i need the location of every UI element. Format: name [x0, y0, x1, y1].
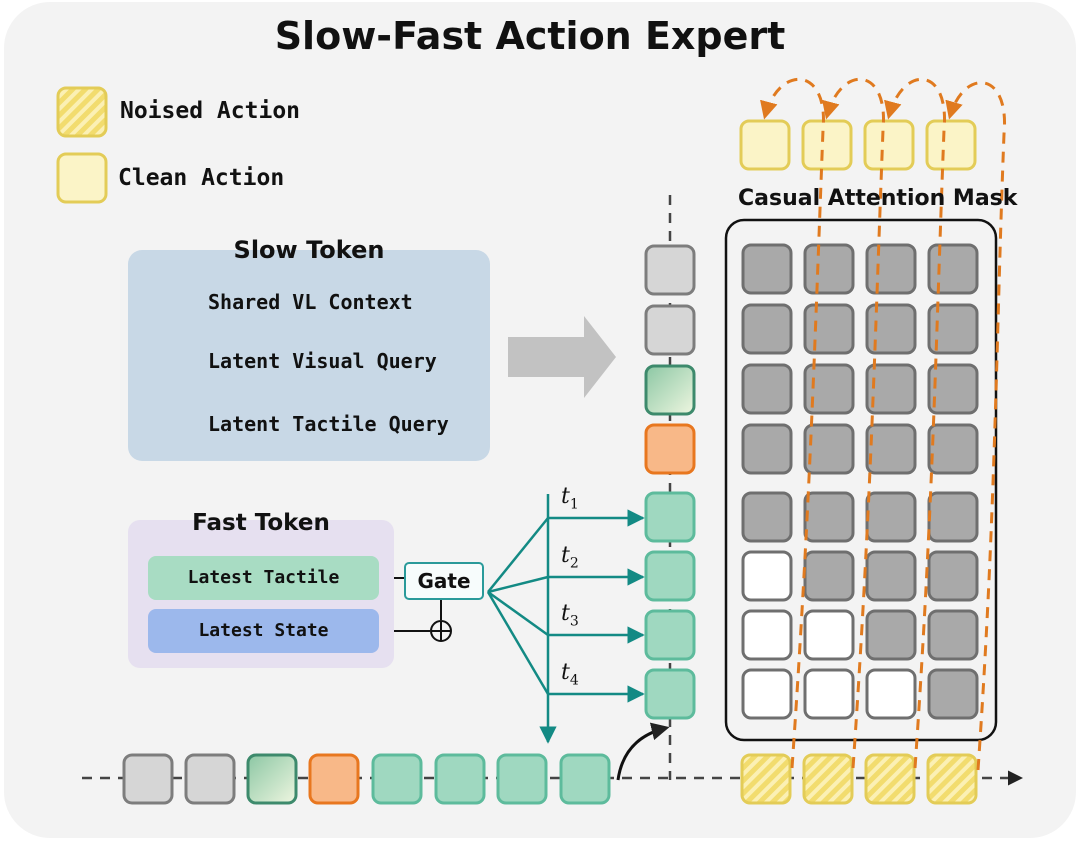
mask-cell-r3-c4 — [927, 363, 979, 415]
mask-cell-r3-c1 — [741, 363, 793, 415]
mask-cell-r7-c1 — [741, 609, 793, 661]
mask-cell-r6-c3 — [865, 550, 917, 602]
mask-cell-r3-c3 — [865, 363, 917, 415]
column-token-4 — [644, 423, 696, 475]
mask-cell-r8-c1 — [741, 668, 793, 720]
sequence-token-7 — [496, 753, 548, 805]
mask-cell-r7-c4 — [927, 609, 979, 661]
mask-cell-r5-c3 — [865, 491, 917, 543]
time-label-4: t4 — [561, 660, 579, 689]
clean-action-token-2 — [801, 119, 853, 171]
gate-fan-line-1 — [487, 517, 549, 593]
mask-cell-r7-c2 — [803, 609, 855, 661]
mask-cell-r1-c3 — [865, 243, 917, 295]
mask-cell-r5-c4 — [927, 491, 979, 543]
attention-mask-frame — [724, 218, 998, 742]
denoise-arrow-4 — [945, 81, 1006, 771]
attention-mask-title: Casual Attention Mask — [738, 186, 1018, 211]
mask-cell-r6-c1 — [741, 550, 793, 602]
clean-action-legend-swatch — [56, 152, 108, 204]
mask-cell-r4-c3 — [865, 423, 917, 475]
noised-action-token-2 — [802, 753, 854, 805]
clean-action-token-4 — [925, 119, 977, 171]
noised-action-legend-label: Noised Action — [120, 98, 301, 124]
column-token-3 — [644, 364, 696, 416]
latent-visual-query-label: Latent Visual Query — [208, 349, 437, 373]
shared-vl-context-label: Shared VL Context — [208, 290, 413, 314]
bottom-token-sequence — [122, 753, 611, 805]
gate-box: Gate — [404, 562, 484, 600]
column-token-2 — [644, 304, 696, 356]
sequence-token-3 — [246, 753, 298, 805]
denoise-arrow-3 — [884, 77, 946, 769]
clean-action-token-1 — [739, 119, 791, 171]
fast-token-box: Fast Token Latest Tactile Latest State — [128, 510, 394, 668]
mask-cell-r7-c3 — [865, 609, 917, 661]
slow-to-sequence-arrow — [508, 316, 616, 398]
mask-cell-r2-c1 — [741, 303, 793, 355]
sequence-token-8 — [559, 753, 611, 805]
sequence-curve-arrow — [616, 722, 670, 781]
noised-action-token-4 — [926, 753, 978, 805]
mask-cell-r2-c2 — [803, 303, 855, 355]
noised-action-token-3 — [864, 753, 916, 805]
mask-cell-r6-c2 — [803, 550, 855, 602]
denoise-arrow-2 — [822, 77, 885, 769]
gate-fan-line-2 — [487, 575, 549, 594]
latent-tactile-query-label: Latent Tactile Query — [208, 412, 449, 436]
sum-operator-icon — [430, 620, 452, 642]
slow-token-box: Slow Token Shared VL Context Latent Visu… — [128, 236, 490, 461]
gate-fan-line-4 — [486, 591, 550, 695]
mask-cell-r6-c4 — [927, 550, 979, 602]
latest-tactile-bar: Latest Tactile — [148, 556, 379, 600]
time-label-1: t1 — [561, 484, 579, 513]
time-label-3: t3 — [561, 601, 579, 630]
mask-cell-r1-c2 — [803, 243, 855, 295]
gate-fan-line-3 — [487, 590, 549, 637]
denoise-dependency-arrows — [760, 77, 1006, 771]
latest-state-bar: Latest State — [148, 609, 379, 653]
sequence-token-2 — [184, 753, 236, 805]
column-token-8 — [644, 668, 696, 720]
clean-action-legend-label: Clean Action — [118, 165, 285, 191]
mask-cell-r8-c4 — [927, 668, 979, 720]
mask-cell-r4-c1 — [741, 423, 793, 475]
slow-token-title: Slow Token — [233, 236, 385, 264]
sequence-token-6 — [434, 753, 486, 805]
fast-token-title: Fast Token — [192, 510, 330, 536]
mask-cell-r1-c1 — [741, 243, 793, 295]
mask-cell-r5-c1 — [741, 491, 793, 543]
column-token-1 — [644, 244, 696, 296]
mask-cell-r4-c4 — [927, 423, 979, 475]
column-token-7 — [644, 609, 696, 661]
column-token-5 — [644, 491, 696, 543]
mask-cell-r8-c2 — [803, 668, 855, 720]
sequence-token-1 — [122, 753, 174, 805]
sequence-token-4 — [308, 753, 360, 805]
diagram-title: Slow-Fast Action Expert — [274, 14, 786, 58]
attention-mask-grid — [741, 243, 979, 720]
mask-cell-r3-c2 — [803, 363, 855, 415]
clean-action-token-3 — [863, 119, 915, 171]
mask-cell-r1-c4 — [927, 243, 979, 295]
mask-cell-r2-c3 — [865, 303, 917, 355]
sequence-token-5 — [371, 753, 423, 805]
vertical-token-sequence — [644, 244, 696, 720]
mask-cell-r5-c2 — [803, 491, 855, 543]
mask-cell-r4-c2 — [803, 423, 855, 475]
clean-action-row — [739, 119, 977, 171]
denoise-arrow-1 — [760, 77, 825, 769]
noised-action-legend-swatch — [56, 86, 108, 138]
noised-action-token-1 — [740, 753, 792, 805]
mask-cell-r2-c4 — [927, 303, 979, 355]
mask-cell-r8-c3 — [865, 668, 917, 720]
column-token-6 — [644, 550, 696, 602]
noised-action-row — [740, 753, 978, 805]
time-label-2: t2 — [561, 543, 579, 572]
